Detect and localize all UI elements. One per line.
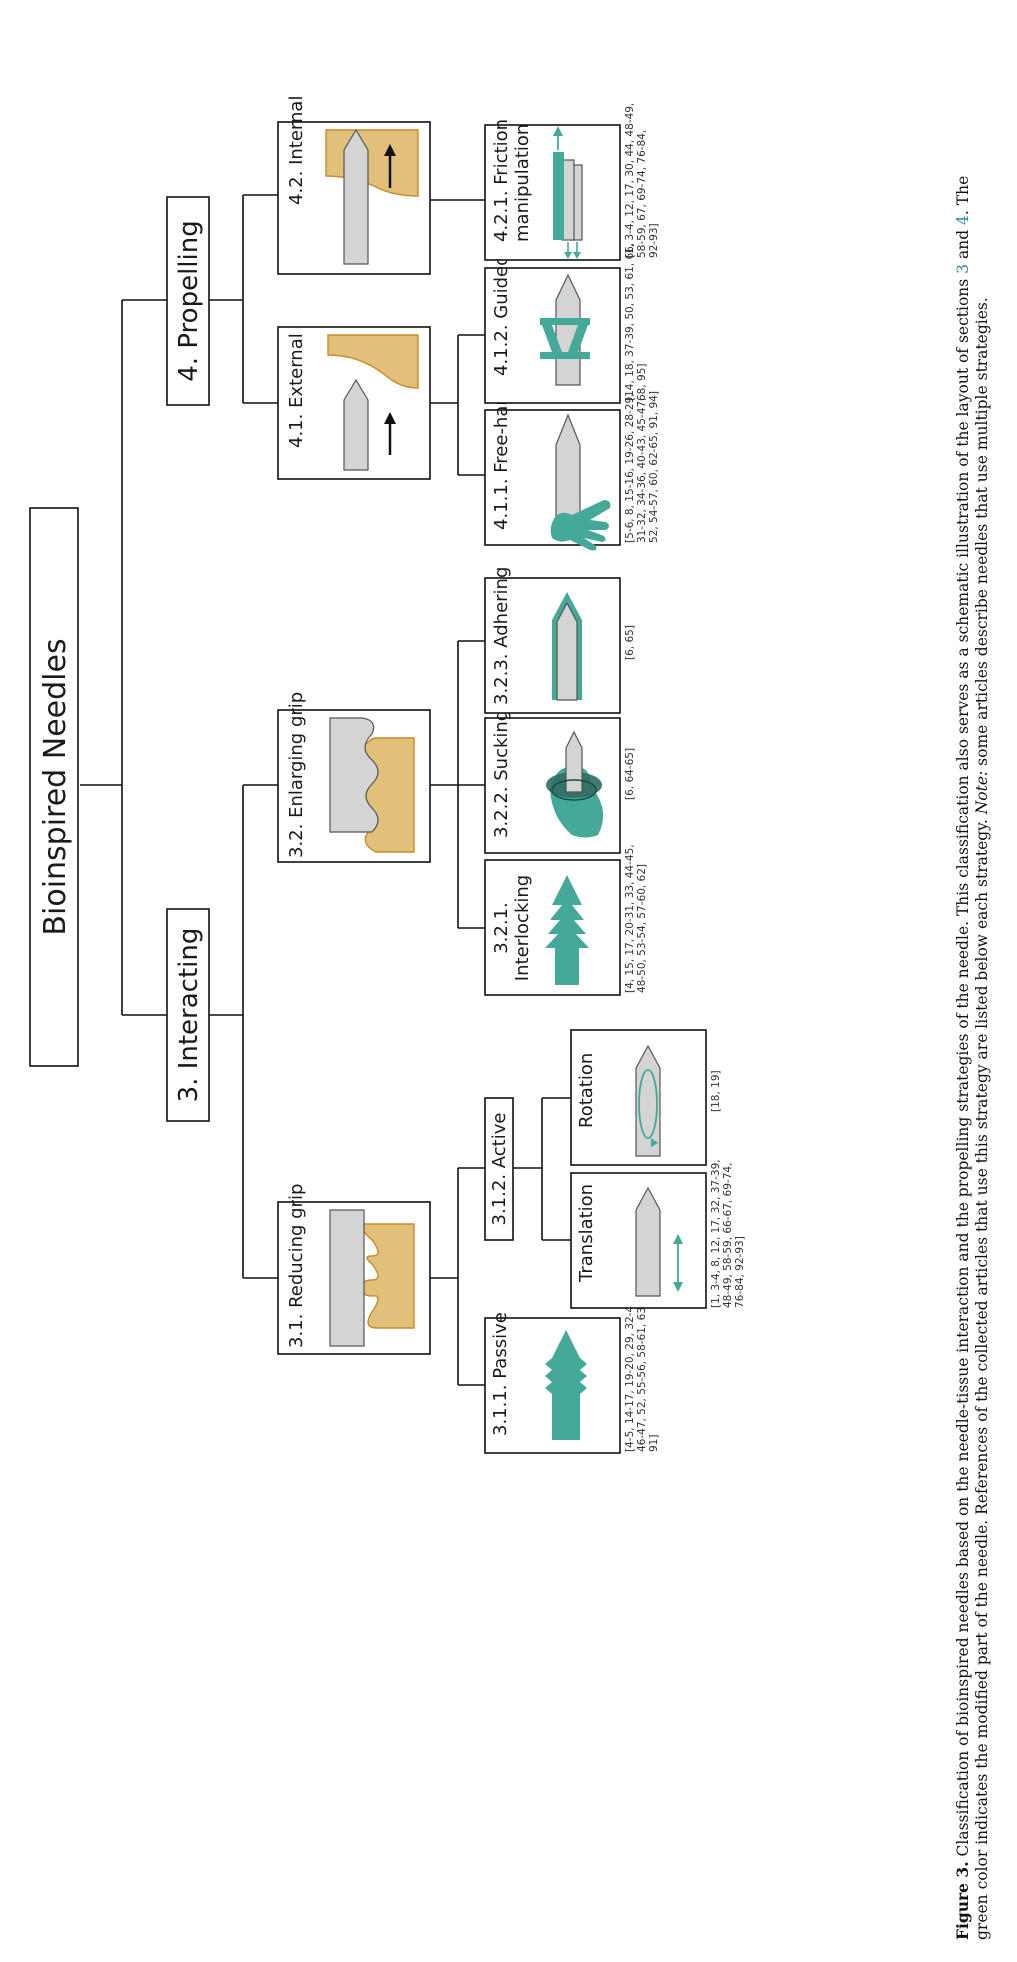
active-label: 3.1.2. Active xyxy=(489,1113,510,1226)
node-free-hand: 4.1.1. Free-hand [5-6, 8, 15-16, 19-26, … xyxy=(484,383,660,551)
rotation-label: Rotation xyxy=(576,1053,597,1128)
node-internal: 4.2. Internal xyxy=(277,96,431,275)
node-passive: 3.1.1. Passive [4-5, 14-17, 19-20, 29, 3… xyxy=(484,1292,660,1454)
interlocking-label-1: 3.2.1. xyxy=(491,902,512,954)
svg-text:Figure 3. Classification of bi: Figure 3. Classification of bioinspired … xyxy=(953,176,972,1940)
node-reducing-grip: 3.1. Reducing grip xyxy=(277,1184,431,1355)
node-interacting: 3. Interacting xyxy=(166,908,210,1122)
caption-text-2: green color indicates the modified part … xyxy=(973,814,991,1940)
passive-illustration xyxy=(545,1330,587,1440)
sucking-illustration xyxy=(546,730,604,838)
node-rotation: Rotation [18, 19] xyxy=(570,1029,722,1166)
friction-label-2: manipulation xyxy=(512,124,533,242)
node-guided: 4.1.2. Guided [14, 18, 37-39, 50, 53, 61… xyxy=(484,239,648,404)
interlocking-illustration xyxy=(545,875,589,985)
translation-refs: [1, 3-4, 8, 12, 17, 32, 37-39, 48-49, 58… xyxy=(710,1156,746,1308)
friction-illustration xyxy=(553,126,583,259)
caption-text-2-end: some articles describe needles that use … xyxy=(973,297,991,771)
free-hand-refs: [5-6, 8, 15-16, 19-26, 28-29, 31-32, 34-… xyxy=(624,390,660,543)
node-active: 3.1.2. Active xyxy=(484,1097,514,1241)
figure-caption: Figure 3. Classification of bioinspired … xyxy=(953,176,991,1940)
sucking-refs: [6, 64-65] xyxy=(624,748,636,800)
root-label: Bioinspired Needles xyxy=(38,638,73,935)
node-translation: Translation [1, 3-4, 8, 12, 17, 32, 37-3… xyxy=(570,1156,746,1309)
internal-label: 4.2. Internal xyxy=(286,96,307,205)
tree-connectors xyxy=(80,194,571,1386)
translation-illustration xyxy=(635,1186,683,1297)
caption-section-4-link[interactable]: 4 xyxy=(954,215,972,225)
adhering-refs: [6, 65] xyxy=(624,625,636,660)
caption-note-label: Note: xyxy=(973,771,991,816)
translation-label: Translation xyxy=(576,1184,597,1283)
node-adhering: 3.2.3. Adhering [6, 65] xyxy=(484,567,636,714)
enlarging-grip-label: 3.2. Enlarging grip xyxy=(286,692,307,858)
rotation-refs: [18, 19] xyxy=(710,1070,722,1112)
guided-refs: [14, 18, 37-39, 50, 53, 61, 66, 68, 95] xyxy=(624,239,648,401)
interlocking-refs: [4, 15, 17, 20-31, 33, 44-45, 48-50, 53-… xyxy=(624,841,648,993)
node-friction-manipulation: 4.2.1. Friction manipulation [1, 3-4, 12… xyxy=(484,99,660,261)
node-bioinspired-needles: Bioinspired Needles xyxy=(29,507,79,1067)
guided-label: 4.1.2. Guided xyxy=(491,254,512,376)
sucking-label: 3.2.2. Sucking xyxy=(491,710,512,838)
rotation-illustration xyxy=(635,1044,661,1157)
svg-text:green color indicates the modi: green color indicates the modified part … xyxy=(973,297,991,1940)
enlarging-grip-illustration xyxy=(329,717,415,853)
internal-illustration xyxy=(325,128,419,265)
adhering-illustration xyxy=(552,592,582,701)
passive-label: 3.1.1. Passive xyxy=(490,1312,511,1436)
reducing-grip-label: 3.1. Reducing grip xyxy=(286,1184,307,1348)
external-label: 4.1. External xyxy=(286,333,307,448)
caption-and: and xyxy=(954,225,972,264)
free-hand-illustration xyxy=(550,413,611,551)
caption-text-1-end: . The xyxy=(954,176,972,215)
caption-figure-label: Figure 3. xyxy=(953,1861,972,1940)
node-sucking: 3.2.2. Sucking [6, 64-65] xyxy=(484,710,636,854)
caption-section-3-link[interactable]: 3 xyxy=(954,264,972,274)
passive-refs: [4-5, 14-17, 19-20, 29, 32-44, 46-47, 52… xyxy=(624,1292,660,1452)
node-external: 4.1. External xyxy=(277,326,431,480)
guided-illustration xyxy=(540,273,590,386)
propelling-label: 4. Propelling xyxy=(174,220,204,381)
free-hand-label: 4.1.1. Free-hand xyxy=(491,383,512,530)
node-interlocking: 3.2.1. Interlocking [4, 15, 17, 20-31, 3… xyxy=(484,841,648,996)
external-illustration xyxy=(327,334,419,471)
node-propelling: 4. Propelling xyxy=(166,196,210,406)
caption-text-1: Classification of bioinspired needles ba… xyxy=(954,274,972,1862)
reducing-grip-illustration xyxy=(329,1209,415,1347)
friction-refs: [1, 3-4, 12, 17, 30, 44, 48-49, 58-59, 6… xyxy=(624,99,660,258)
node-enlarging-grip: 3.2. Enlarging grip xyxy=(277,692,431,863)
adhering-label: 3.2.3. Adhering xyxy=(491,567,512,705)
interlocking-label-2: Interlocking xyxy=(512,875,533,981)
friction-label-1: 4.2.1. Friction xyxy=(491,119,512,242)
interacting-label: 3. Interacting xyxy=(174,928,204,1103)
